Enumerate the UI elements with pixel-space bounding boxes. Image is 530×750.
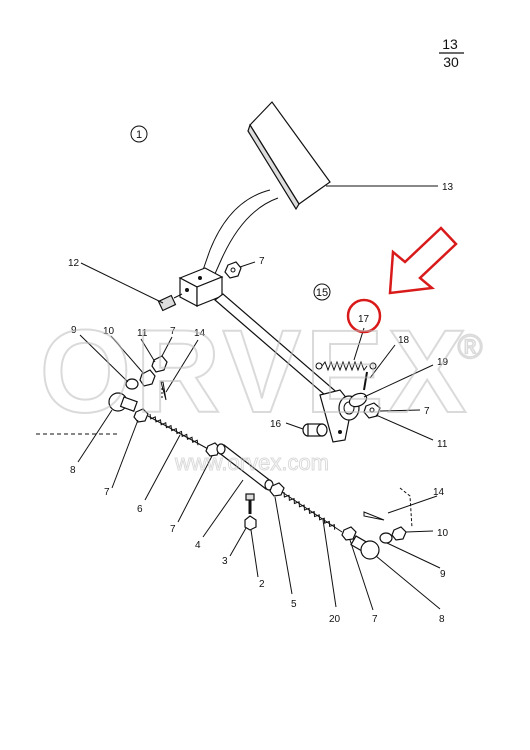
upper-linkage — [36, 355, 413, 560]
leader-lines — [77, 185, 441, 611]
bracket-bolt — [157, 293, 183, 312]
callout-9: 9 — [440, 569, 446, 580]
pedal-assembly — [157, 101, 381, 443]
connecting-tube — [216, 443, 274, 491]
callout-10: 10 — [103, 326, 115, 337]
watermark: ORVEX ® www.orvex.com — [39, 305, 484, 476]
callout-8: 8 — [70, 465, 76, 476]
callout-18: 18 — [398, 335, 410, 346]
page-number-denominator: 30 — [443, 54, 459, 70]
callout-7: 7 — [104, 487, 110, 498]
view-marker-sub: 15 — [313, 283, 331, 301]
tube-nut — [269, 482, 285, 497]
return-spring — [321, 360, 368, 372]
callout-8: 8 — [439, 614, 445, 625]
callout-7: 7 — [170, 524, 176, 535]
callout-11: 11 — [437, 439, 448, 450]
callout-17: 17 — [358, 314, 370, 325]
right-nut — [363, 402, 381, 419]
rod-end-right — [350, 535, 380, 560]
callout-7: 7 — [170, 326, 176, 337]
highlight-circle — [346, 298, 382, 334]
ball-joint-right — [379, 532, 393, 544]
callout-19: 19 — [437, 357, 449, 368]
callout-10: 10 — [437, 528, 449, 539]
pedal-arm — [202, 189, 279, 277]
pedal-bracket — [178, 267, 224, 307]
callout-14: 14 — [433, 487, 445, 498]
callout-5: 5 — [291, 599, 297, 610]
callout-11: 11 — [137, 328, 148, 339]
highlight-arrow — [388, 226, 458, 295]
callout-7: 7 — [259, 256, 265, 267]
watermark-url: www.orvex.com — [174, 450, 329, 475]
callout-14: 14 — [194, 328, 206, 339]
svg-text:1: 1 — [136, 129, 142, 141]
highlight-annotation — [346, 226, 458, 334]
bushing — [302, 423, 328, 437]
callout-2: 2 — [259, 579, 265, 590]
cotter-pin-left — [160, 381, 167, 401]
callout-9: 9 — [71, 325, 77, 336]
callout-16: 16 — [270, 419, 282, 430]
callout-7: 7 — [372, 614, 378, 625]
watermark-registered: ® — [457, 328, 482, 366]
bracket-nut — [224, 261, 242, 279]
ball-joint-left — [125, 378, 139, 390]
rod-end-left — [108, 392, 138, 412]
callout-3: 3 — [222, 556, 228, 567]
callout-12: 12 — [68, 258, 80, 269]
page-number-numerator: 13 — [442, 36, 458, 52]
callout-4: 4 — [195, 540, 201, 551]
watermark-logo: ORVEX — [40, 306, 471, 438]
callout-13: 13 — [442, 182, 454, 193]
view-marker-main: 1 — [130, 125, 148, 143]
callout-20: 20 — [329, 614, 341, 625]
tube-bolt — [244, 493, 257, 531]
callout-6: 6 — [137, 504, 143, 515]
svg-text:15: 15 — [316, 287, 328, 299]
split-pin — [363, 371, 368, 391]
callouts: 13 7 12 17 18 19 9 10 11 7 14 7 16 11 8 … — [68, 182, 454, 625]
callout-7: 7 — [424, 406, 430, 417]
cotter-pin-right — [363, 511, 385, 521]
page-number: 13 30 — [439, 36, 464, 70]
